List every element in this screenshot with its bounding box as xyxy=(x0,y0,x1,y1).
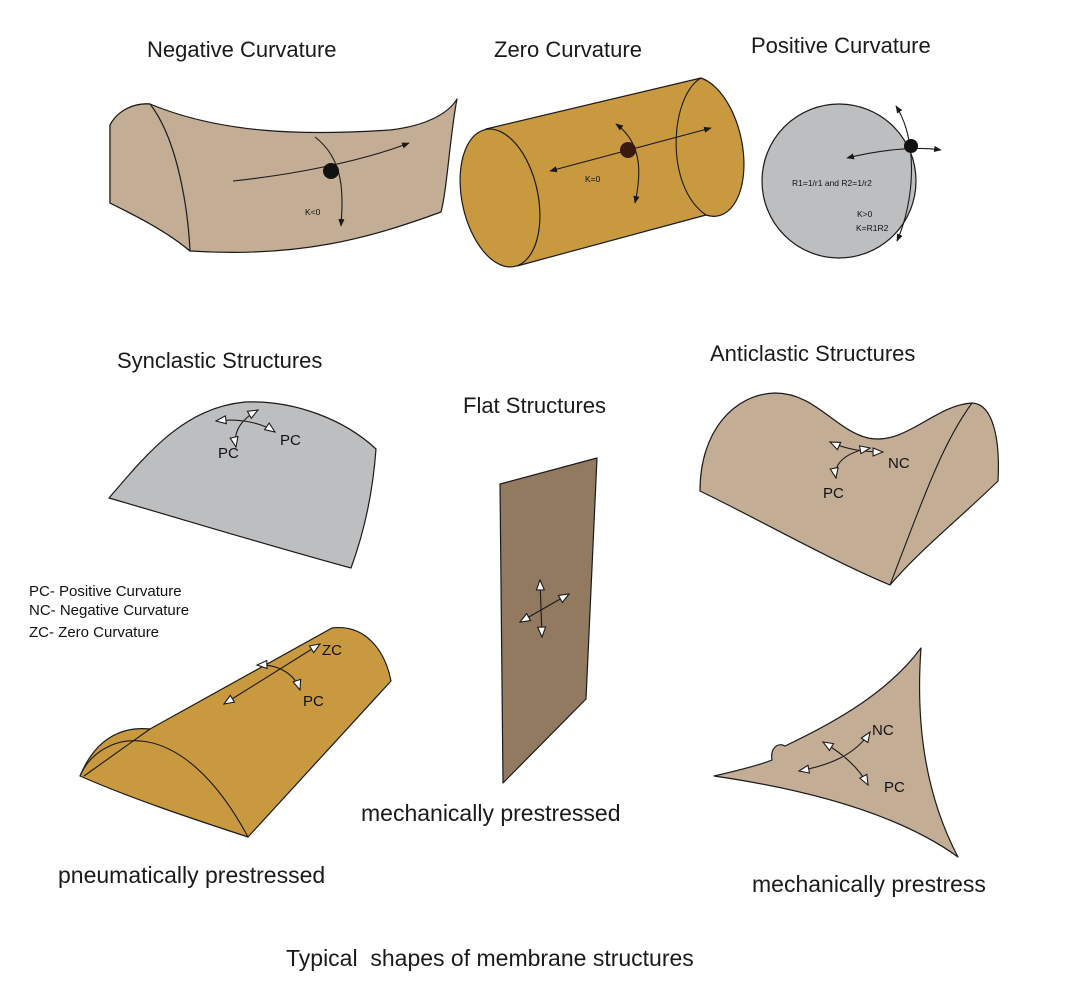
heading-flat: Flat Structures xyxy=(463,393,606,418)
label-anticlastic-nc: NC xyxy=(888,455,910,472)
zero-curve-arc-vertical xyxy=(615,123,640,204)
heading-anticlastic: Anticlastic Structures xyxy=(710,341,915,366)
saddle-surface xyxy=(713,647,959,858)
label-k-zero: K=0 xyxy=(585,174,601,184)
saddle-arrow-pc xyxy=(823,742,868,785)
label-k-positive: K>0 xyxy=(857,209,873,219)
synclastic-surface xyxy=(108,401,377,569)
synclastic-arrow-b xyxy=(235,410,258,447)
caption-pneumatically-prestressed: pneumatically prestressed xyxy=(58,862,325,888)
negative-shell-end-face xyxy=(109,103,191,252)
synclastic-shape: PC PC xyxy=(108,401,377,569)
label-saddle-nc: NC xyxy=(872,722,894,739)
label-vault-pc: PC xyxy=(303,693,324,710)
sphere xyxy=(761,103,917,259)
caption-saddle-mechanically-prestress: mechanically prestress xyxy=(752,871,986,897)
cylinder-front-end xyxy=(459,128,541,268)
heading-zero-curvature: Zero Curvature xyxy=(494,37,642,62)
flat-shape xyxy=(499,457,598,784)
heading-synclastic: Synclastic Structures xyxy=(117,348,322,373)
vault-arrow-pc xyxy=(257,665,300,690)
negative-curve-arc-vertical xyxy=(314,136,345,227)
label-vault-zc: ZC xyxy=(322,642,342,659)
anticlastic-surface xyxy=(699,392,999,586)
label-anticlastic-pc: PC xyxy=(823,485,844,502)
caption-flat-mechanically-prestressed: mechanically prestressed xyxy=(361,800,621,826)
heading-positive-curvature: Positive Curvature xyxy=(751,33,931,58)
label-saddle-pc: PC xyxy=(884,779,905,796)
label-k-product: K=R1R2 xyxy=(856,223,889,233)
vault-front-arch xyxy=(79,740,249,838)
legend-pc: PC- Positive Curvature xyxy=(29,583,182,600)
zero-curvature-shape: K=0 xyxy=(459,77,745,268)
positive-curve-point xyxy=(904,139,918,153)
label-synclastic-pc-a: PC xyxy=(280,432,301,449)
negative-curve-point xyxy=(323,163,339,179)
vault-front-line xyxy=(83,728,151,777)
pneumatic-vault-shape: ZC PC xyxy=(79,627,392,838)
anticlastic-shape: NC PC xyxy=(699,392,999,586)
saddle-shape: NC PC xyxy=(713,647,959,858)
negative-curvature-shape: K<0 xyxy=(109,98,458,253)
negative-curve-arc-horizontal xyxy=(232,142,410,182)
positive-curve-arc-vertical xyxy=(895,105,913,242)
label-r-relation: R1=1/r1 and R2=1/r2 xyxy=(792,178,872,188)
anticlastic-ridge-line xyxy=(889,402,973,586)
anticlastic-arrow-pc xyxy=(836,448,870,478)
zero-curve-point xyxy=(620,142,636,158)
legend-zc: ZC- Zero Curvature xyxy=(29,624,159,641)
flat-arrow-vertical xyxy=(540,580,542,637)
flat-panel xyxy=(499,457,598,784)
heading-negative-curvature: Negative Curvature xyxy=(147,37,337,62)
legend: PC- Positive Curvature NC- Negative Curv… xyxy=(29,583,189,641)
label-k-negative: K<0 xyxy=(305,207,321,217)
label-synclastic-pc-b: PC xyxy=(218,445,239,462)
vault-surface xyxy=(79,627,392,838)
figure-title: Typical shapes of membrane structures xyxy=(286,945,694,971)
positive-curvature-shape: R1=1/r1 and R2=1/r2 K>0 K=R1R2 xyxy=(761,103,942,259)
legend-nc: NC- Negative Curvature xyxy=(29,602,189,619)
